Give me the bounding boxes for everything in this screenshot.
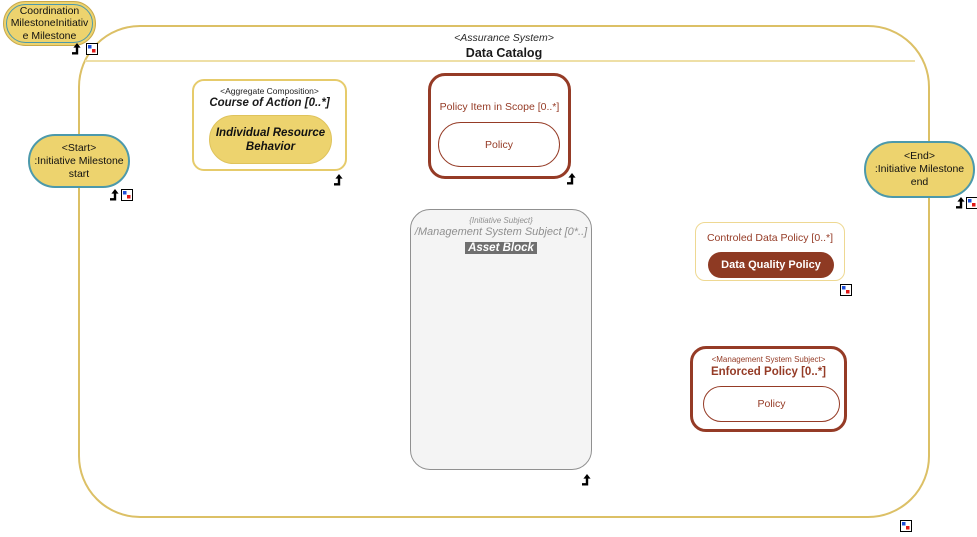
assurance-system-container[interactable]: <Assurance System> Data Catalog <box>78 25 930 518</box>
container-stereotype: <Assurance System> <box>454 32 554 44</box>
navigate-up-arrow-icon[interactable] <box>70 42 83 55</box>
coordination-milestone-label: Coordination MilestoneInitiativ e Milest… <box>6 4 93 43</box>
start-milestone-stereotype: <Start> <box>61 141 97 154</box>
course-of-action-stereotype: <Aggregate Composition> <box>220 86 319 96</box>
asset-block-selected-label[interactable]: Asset Block <box>465 242 537 254</box>
policy-item-in-scope-node[interactable]: Policy Item in Scope [0..*] Policy <box>428 73 571 179</box>
navigate-up-arrow-icon[interactable] <box>108 188 121 201</box>
course-of-action-name: Course of Action [0..*] <box>209 97 330 109</box>
element-marker-badge-icon[interactable] <box>86 43 98 55</box>
start-milestone-node[interactable]: <Start> :Initiative Milestone start <box>28 134 130 188</box>
enforced-policy-stereotype: <Management System Subject> <box>711 355 826 364</box>
enforced-policy-node[interactable]: <Management System Subject> Enforced Pol… <box>690 346 847 432</box>
enforced-policy-name: Enforced Policy [0..*] <box>710 366 827 378</box>
navigate-up-arrow-icon[interactable] <box>954 196 967 209</box>
element-marker-badge-icon[interactable] <box>900 520 912 532</box>
controlled-data-policy-name: Controled Data Policy [0..*] <box>706 232 834 244</box>
element-marker-badge-icon[interactable] <box>966 197 977 209</box>
individual-resource-behavior-node[interactable]: Individual Resource Behavior <box>209 115 332 164</box>
controlled-data-policy-node[interactable]: Controled Data Policy [0..*] Data Qualit… <box>695 222 845 281</box>
coordination-milestone-node[interactable]: Coordination MilestoneInitiativ e Milest… <box>3 1 96 46</box>
end-milestone-node[interactable]: <End> :Initiative Milestone end <box>864 141 975 198</box>
data-quality-policy-node[interactable]: Data Quality Policy <box>708 252 834 278</box>
container-title: <Assurance System> Data Catalog <box>80 27 928 60</box>
policy-node[interactable]: Policy <box>703 386 840 422</box>
policy-node[interactable]: Policy <box>438 122 560 167</box>
asset-block-name: /Management System Subject [0*..] <box>414 226 588 238</box>
asset-block-stereotype: {Initiative Subject} <box>469 216 533 225</box>
navigate-up-arrow-icon[interactable] <box>580 473 593 486</box>
element-marker-badge-icon[interactable] <box>121 189 133 201</box>
policy-item-in-scope-name: Policy Item in Scope [0..*] <box>439 101 560 113</box>
navigate-up-arrow-icon[interactable] <box>565 172 578 185</box>
navigate-up-arrow-icon[interactable] <box>332 173 345 186</box>
title-separator-line <box>85 60 915 62</box>
course-of-action-node[interactable]: <Aggregate Composition> Course of Action… <box>192 79 347 171</box>
container-name: Data Catalog <box>465 46 543 60</box>
asset-block-node[interactable]: {Initiative Subject} /Management System … <box>410 209 592 470</box>
end-milestone-stereotype: <End> <box>904 150 935 162</box>
element-marker-badge-icon[interactable] <box>840 284 852 296</box>
